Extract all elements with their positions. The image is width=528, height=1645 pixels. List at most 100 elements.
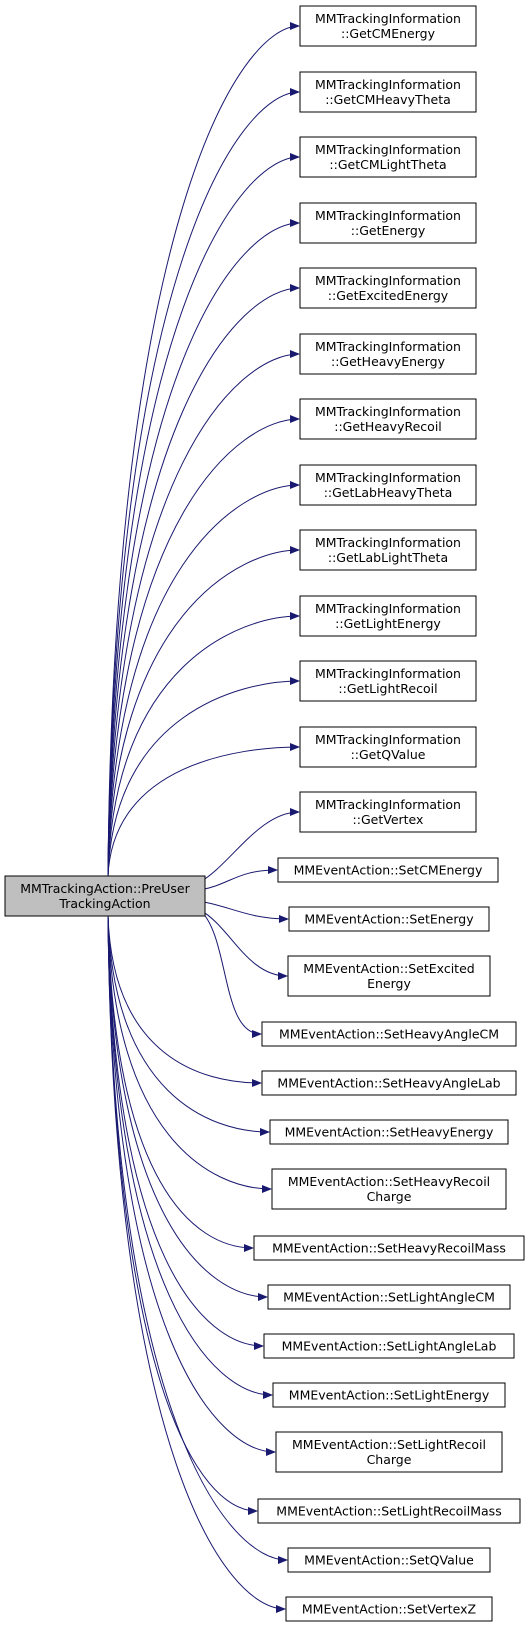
node-label-line: MMTrackingInformation [315, 77, 461, 92]
target-node[interactable]: MMEventAction::SetLightAngleLab [263, 1333, 515, 1359]
target-node[interactable]: MMTrackingInformation::GetVertex [299, 791, 477, 833]
node-box [287, 1547, 491, 1573]
target-node[interactable]: MMTrackingInformation::GetHeavyEnergy [299, 333, 477, 375]
node-label-line: MMEventAction::SetVertexZ [302, 1602, 476, 1617]
node-label-line: ::GetHeavyRecoil [334, 419, 442, 434]
node-box [261, 1021, 517, 1047]
node-box [299, 595, 477, 637]
call-edge [199, 909, 288, 980]
call-edge [107, 915, 288, 1564]
target-node[interactable]: MMEventAction::SetQValue [287, 1547, 491, 1573]
node-label-line: MMTrackingInformation [315, 11, 461, 26]
node-label-line: ::GetCMLightTheta [329, 157, 446, 172]
node-box [299, 333, 477, 375]
node-box [253, 1235, 525, 1261]
target-node[interactable]: MMTrackingInformation::GetQValue [299, 726, 477, 768]
target-node[interactable]: MMEventAction::SetHeavyEnergy [269, 1119, 509, 1145]
node-label-line: ::GetLightEnergy [335, 616, 441, 631]
call-edge [199, 866, 278, 891]
node-label-line: MMEventAction::SetLightRecoil [292, 1437, 486, 1452]
target-node[interactable]: MMEventAction::SetEnergy [288, 906, 490, 932]
node-box [299, 791, 477, 833]
node-label-line: MMEventAction::SetLightRecoilMass [276, 1504, 501, 1519]
node-box [271, 1168, 507, 1210]
node-label-line: MMEventAction::SetLightAngleCM [283, 1290, 495, 1305]
target-node[interactable]: MMTrackingInformation::GetExcitedEnergy [299, 267, 477, 309]
call-edge [107, 153, 300, 877]
target-node[interactable]: MMTrackingInformation::GetLightRecoil [299, 660, 477, 702]
target-node[interactable]: MMTrackingInformation::GetCMEnergy [299, 5, 477, 47]
node-label-line: ::GetCMHeavyTheta [325, 92, 451, 107]
target-node[interactable]: MMEventAction::SetLightRecoilMass [257, 1498, 521, 1524]
node-box [288, 906, 490, 932]
target-node[interactable]: MMTrackingInformation::GetEnergy [299, 202, 477, 244]
node-label-line: ::GetQValue [351, 747, 426, 762]
target-node[interactable]: MMTrackingInformation::GetCMHeavyTheta [299, 71, 477, 113]
call-edge [107, 743, 300, 877]
node-label-line: MMEventAction::SetHeavyRecoil [288, 1174, 490, 1189]
target-node[interactable]: MMTrackingInformation::GetLightEnergy [299, 595, 477, 637]
call-edge [107, 481, 300, 877]
target-node[interactable]: MMEventAction::SetLightEnergy [272, 1382, 506, 1408]
call-edge [107, 88, 300, 877]
node-label-line: ::GetLightRecoil [338, 681, 437, 696]
call-edge [107, 415, 300, 877]
call-edge [107, 915, 276, 1456]
call-edge [107, 915, 254, 1252]
call-edge [199, 900, 289, 923]
edges-layer [107, 22, 300, 1613]
node-box [299, 464, 477, 506]
node-box [287, 955, 491, 997]
call-edge [107, 22, 300, 877]
node-label-line: MMTrackingInformation [315, 535, 461, 550]
node-box [269, 1119, 509, 1145]
node-box [299, 529, 477, 571]
node-label-line: ::GetEnergy [351, 223, 426, 238]
call-edge [107, 284, 300, 877]
node-box [299, 202, 477, 244]
node-label-line: ::GetLabHeavyTheta [324, 485, 453, 500]
call-edge [107, 915, 264, 1350]
node-box [263, 1333, 515, 1359]
node-label-line: MMEventAction::SetHeavyRecoilMass [272, 1241, 506, 1256]
node-label-line: MMTrackingInformation [315, 273, 461, 288]
call-edge [107, 677, 300, 877]
node-box [299, 71, 477, 113]
target-node[interactable]: MMEventAction::SetLightAngleCM [267, 1284, 511, 1310]
node-label-line: MMEventAction::SetExcited [303, 961, 474, 976]
call-edge [199, 909, 262, 1038]
node-label-line: ::GetCMEnergy [341, 26, 436, 41]
node-label-line: TrackingAction [58, 896, 150, 911]
call-edge [107, 915, 273, 1399]
target-node[interactable]: MMEventAction::SetHeavyAngleLab [261, 1070, 517, 1096]
call-edge [107, 915, 286, 1613]
node-label-line: MMEventAction::SetCMEnergy [294, 863, 483, 878]
call-edge [107, 612, 300, 877]
target-node[interactable]: MMTrackingInformation::GetCMLightTheta [299, 136, 477, 178]
target-node[interactable]: MMTrackingInformation::GetHeavyRecoil [299, 398, 477, 440]
node-label-line: MMEventAction::SetLightEnergy [289, 1388, 490, 1403]
target-node[interactable]: MMTrackingInformation::GetLabHeavyTheta [299, 464, 477, 506]
node-box [299, 136, 477, 178]
target-node[interactable]: MMTrackingInformation::GetLabLightTheta [299, 529, 477, 571]
node-box [299, 726, 477, 768]
node-box [267, 1284, 511, 1310]
target-node[interactable]: MMEventAction::SetVertexZ [285, 1596, 493, 1622]
node-label-line: ::GetExcitedEnergy [328, 288, 449, 303]
call-edge [107, 350, 300, 877]
node-label-line: MMTrackingInformation [315, 404, 461, 419]
node-label-line: MMEventAction::SetHeavyAngleLab [277, 1076, 500, 1091]
target-node[interactable]: MMEventAction::SetCMEnergy [277, 857, 499, 883]
target-node[interactable]: MMEventAction::SetHeavyAngleCM [261, 1021, 517, 1047]
node-box [261, 1070, 517, 1096]
node-label-line: Charge [367, 1189, 412, 1204]
node-box [299, 660, 477, 702]
node-label-line: MMEventAction::SetLightAngleLab [282, 1339, 497, 1354]
target-node[interactable]: MMEventAction::SetHeavyRecoilMass [253, 1235, 525, 1261]
node-box [275, 1431, 503, 1473]
node-label-line: MMTrackingInformation [315, 142, 461, 157]
